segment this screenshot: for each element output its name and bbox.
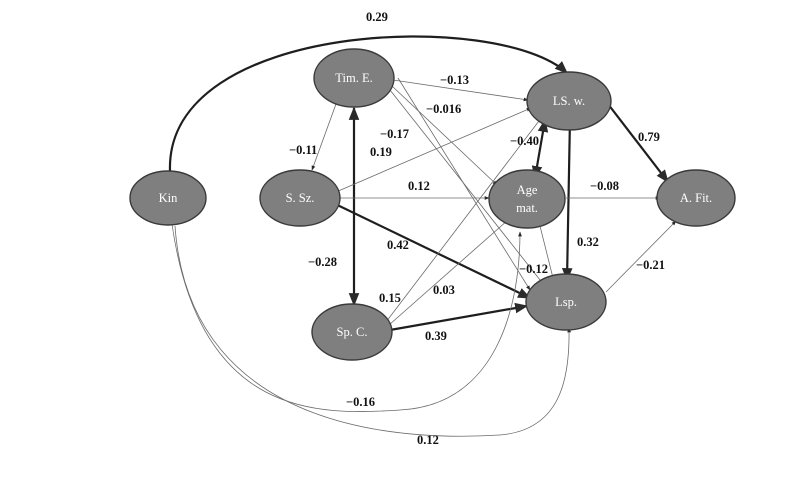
coef-kin-lsw: 0.29 (366, 10, 388, 24)
node-tim-e: Tim. E. (313, 48, 395, 108)
node-lsp: Lsp. (525, 273, 607, 331)
coef-time-age: −0.016 (426, 102, 461, 116)
coef-kin-age: −0.16 (346, 395, 375, 409)
edge-kin-lsp (174, 225, 572, 437)
node-sp-c-label: Sp. C. (337, 325, 368, 339)
node-ls-w-label: LS. w. (553, 94, 585, 108)
edge-time-age (391, 85, 498, 186)
edge-time-lsp2 (397, 77, 531, 291)
coef-ssz-lsp: 0.42 (387, 238, 409, 252)
edge-time-lsw (392, 79, 529, 102)
coef-lsw-lsp: 0.32 (577, 235, 599, 249)
edge-time-lsp1 (389, 89, 545, 286)
node-s-sz: S. Sz. (259, 169, 341, 227)
node-age-mat-label-line1: Age (517, 183, 538, 197)
coef-time-lsw: −0.13 (440, 73, 469, 87)
edge-spc-lsw (385, 112, 546, 323)
node-a-fit: A. Fit. (656, 169, 736, 227)
node-kin: Kin (129, 170, 207, 226)
coef-age-lsp: −0.12 (519, 262, 548, 276)
edge-ssz-lsw (335, 107, 532, 193)
coef-ssz-age: 0.12 (408, 179, 430, 193)
coef-kin-lsp: 0.12 (417, 433, 439, 447)
coef-time-spc: −0.28 (308, 255, 337, 269)
edge-spc-age (388, 219, 509, 326)
coef-ssz-lsw: 0.19 (370, 145, 392, 159)
coef-spc-age: 0.03 (433, 283, 455, 297)
edge-lsw-age (531, 118, 549, 180)
node-age-mat: Age mat. (488, 169, 566, 229)
node-tim-e-label: Tim. E. (335, 71, 372, 85)
edge-lsw-afit (607, 103, 669, 184)
edge-lsp-afit (605, 220, 677, 293)
edge-lsw-lsp (561, 116, 576, 282)
coef-age-afit: −0.08 (590, 179, 619, 193)
edge-spc-lsp (389, 302, 529, 332)
coefficients: 0.29 −0.13 −0.016 −0.11 −0.17 0.19 0.12 … (289, 10, 665, 447)
coef-spc-lsp: 0.39 (425, 329, 447, 343)
node-age-mat-label-line2: mat. (516, 201, 538, 215)
edge-time-ssz (311, 103, 337, 171)
edges (168, 35, 677, 437)
node-kin-label: Kin (159, 191, 179, 205)
coef-lsw-afit: 0.79 (638, 130, 660, 144)
node-s-sz-label: S. Sz. (286, 191, 315, 205)
coef-spc-lsw: 0.15 (379, 291, 401, 305)
coef-time-lsp: −0.17 (380, 127, 409, 141)
edge-kin-age (171, 223, 522, 412)
coef-lsw-age: −0.40 (510, 134, 539, 148)
coef-lsp-afit: −0.21 (636, 258, 665, 272)
edge-ssz-lsp (326, 199, 532, 299)
edge-kin-lsw (168, 35, 568, 172)
node-sp-c: Sp. C. (311, 303, 393, 361)
node-ls-w: LS. w. (526, 71, 612, 131)
nodes: Kin Tim. E. S. Sz. Sp. C. LS. w. Age mat… (129, 48, 736, 361)
coef-time-ssz: −0.11 (289, 143, 317, 157)
node-lsp-label: Lsp. (555, 295, 577, 309)
node-a-fit-label: A. Fit. (680, 191, 712, 205)
